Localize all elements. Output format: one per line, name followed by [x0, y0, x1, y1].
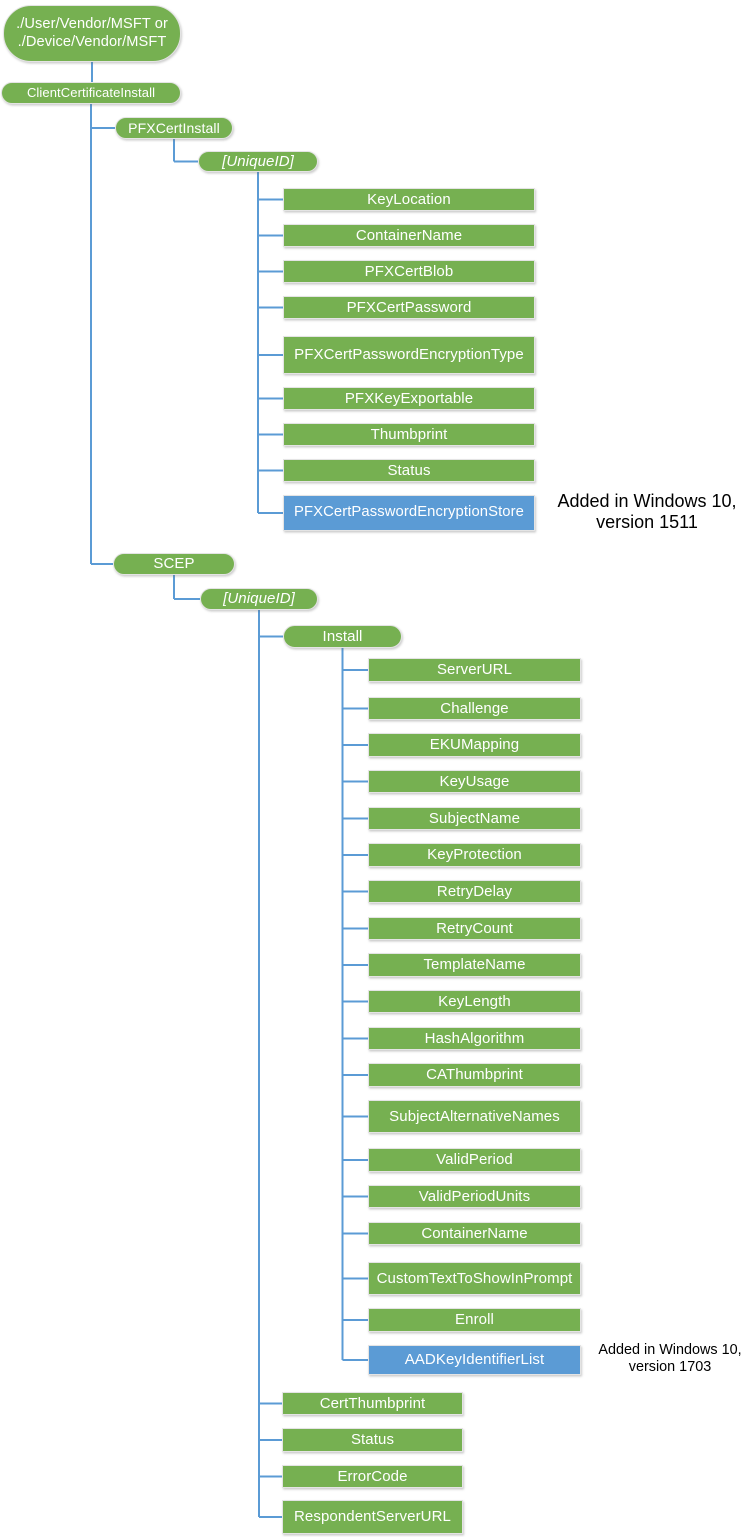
- node-subject-name: SubjectName: [368, 807, 581, 830]
- annotation-aad-key-identifier-list: Added in Windows 10, version 1703: [598, 1342, 742, 1375]
- node-retry-count: RetryCount: [368, 917, 581, 940]
- node-thumbprint: Thumbprint: [283, 423, 535, 446]
- annotation-pfx-cert-password-encryption-store: Added in Windows 10, version 1511: [557, 491, 737, 532]
- node-template-name: TemplateName: [368, 953, 581, 977]
- node-pfx-key-exportable: PFXKeyExportable: [283, 387, 535, 410]
- node-scep-container-name: ContainerName: [368, 1222, 581, 1245]
- node-eku-mapping: EKUMapping: [368, 733, 581, 757]
- node-enroll: Enroll: [368, 1308, 581, 1332]
- node-pfx-cert-password-encryption-store: PFXCertPasswordEncryptionStore: [283, 495, 535, 531]
- node-pfx-cert-password-encryption-type: PFXCertPasswordEncryptionType: [283, 336, 535, 374]
- node-retry-delay: RetryDelay: [368, 880, 581, 903]
- node-pfx-cert-install: PFXCertInstall: [115, 117, 233, 139]
- node-server-url: ServerURL: [368, 658, 581, 682]
- node-hash-algorithm: HashAlgorithm: [368, 1027, 581, 1050]
- node-install: Install: [283, 625, 402, 648]
- node-pfx-unique-id: [UniqueID]: [198, 151, 318, 172]
- node-pfx-container-name: ContainerName: [283, 224, 535, 247]
- node-valid-period: ValidPeriod: [368, 1148, 581, 1172]
- node-challenge: Challenge: [368, 697, 581, 720]
- node-key-usage: KeyUsage: [368, 770, 581, 793]
- node-key-length: KeyLength: [368, 990, 581, 1013]
- node-aad-key-identifier-list: AADKeyIdentifierList: [368, 1345, 581, 1375]
- node-error-code: ErrorCode: [282, 1465, 463, 1488]
- node-pfx-cert-blob: PFXCertBlob: [283, 260, 535, 283]
- node-subject-alternative-names: SubjectAlternativeNames: [368, 1100, 581, 1133]
- node-ca-thumbprint: CAThumbprint: [368, 1063, 581, 1087]
- node-scep: SCEP: [113, 553, 235, 575]
- node-key-protection: KeyProtection: [368, 843, 581, 867]
- node-root: ./User/Vendor/MSFT or ./Device/Vendor/MS…: [3, 5, 181, 62]
- node-key-location: KeyLocation: [283, 188, 535, 211]
- node-respondent-server-url: RespondentServerURL: [282, 1500, 463, 1534]
- node-valid-period-units: ValidPeriodUnits: [368, 1185, 581, 1208]
- node-pfx-cert-password: PFXCertPassword: [283, 296, 535, 319]
- node-pfx-status: Status: [283, 459, 535, 482]
- node-scep-status: Status: [282, 1428, 463, 1452]
- node-cert-thumbprint: CertThumbprint: [282, 1392, 463, 1415]
- node-client-certificate-install: ClientCertificateInstall: [1, 82, 181, 104]
- node-scep-unique-id: [UniqueID]: [200, 588, 318, 610]
- node-custom-text-to-show-in-prompt: CustomTextToShowInPrompt: [368, 1262, 581, 1295]
